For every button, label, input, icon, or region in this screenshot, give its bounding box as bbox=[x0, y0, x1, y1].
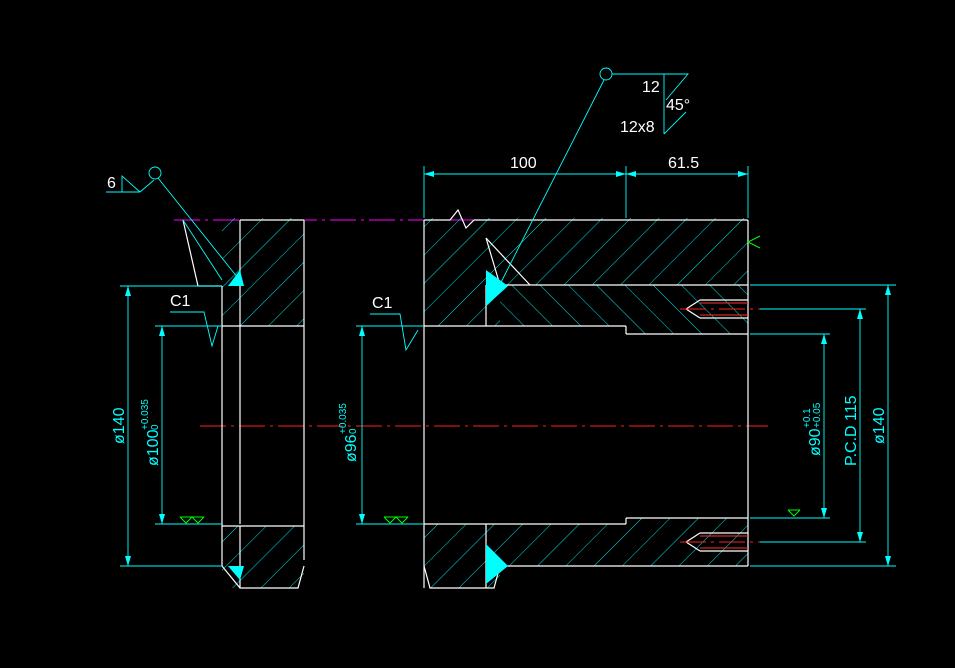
left-bore-tol-lower: 0 bbox=[150, 424, 161, 430]
right-inner-tol-upper: +0.1 bbox=[802, 408, 813, 428]
right-weld-size: 12 bbox=[642, 79, 660, 96]
weld-fill-top bbox=[486, 270, 508, 306]
right-part: 100 61.5 12 45° 12x8 C1 ø96 +0.035 0 bbox=[338, 67, 896, 589]
right-chamfer-label: C1 bbox=[372, 295, 393, 312]
left-weld-size: 6 bbox=[107, 175, 116, 192]
datum-flag-icon bbox=[746, 235, 761, 249]
right-weld-detail: 12x8 bbox=[620, 119, 655, 136]
left-chamfer-label: C1 bbox=[170, 293, 191, 310]
weld-fill-bottom bbox=[228, 566, 244, 580]
right-weld-all-around-icon bbox=[599, 67, 613, 81]
left-part: C1 6 ø140 ø100 +0.035 0 bbox=[106, 166, 305, 589]
right-bore-tol-lower: 0 bbox=[348, 428, 359, 434]
weld-fill-top bbox=[228, 270, 244, 286]
left-od-dim: ø140 bbox=[111, 407, 128, 444]
right-pcd-dim: P.C.D 115 bbox=[843, 395, 860, 466]
right-bore-tol-upper: +0.035 bbox=[338, 403, 349, 434]
right-step-dim: 61.5 bbox=[668, 155, 699, 172]
left-weld-all-around-icon bbox=[148, 166, 162, 180]
right-inner-bore-dim: ø90 bbox=[807, 428, 824, 456]
thread-hole-top bbox=[680, 299, 760, 319]
left-surface-finish-icon bbox=[179, 516, 205, 524]
weld-fill-bottom bbox=[486, 544, 508, 584]
right-bore-dim: ø96 bbox=[343, 434, 360, 462]
left-bore-tol-upper: +0.035 bbox=[140, 399, 151, 430]
right-weld-angle: 45° bbox=[666, 97, 690, 114]
right-inner-tol-lower: +0.05 bbox=[812, 402, 823, 428]
right-length-dim: 100 bbox=[510, 155, 537, 172]
right-bore-surface-finish-icon bbox=[787, 509, 801, 517]
thread-hole-bottom bbox=[680, 532, 760, 552]
right-surface-finish-icon bbox=[383, 516, 409, 524]
left-bore-dim: ø100 bbox=[145, 429, 162, 466]
right-od-dim: ø140 bbox=[871, 407, 888, 444]
